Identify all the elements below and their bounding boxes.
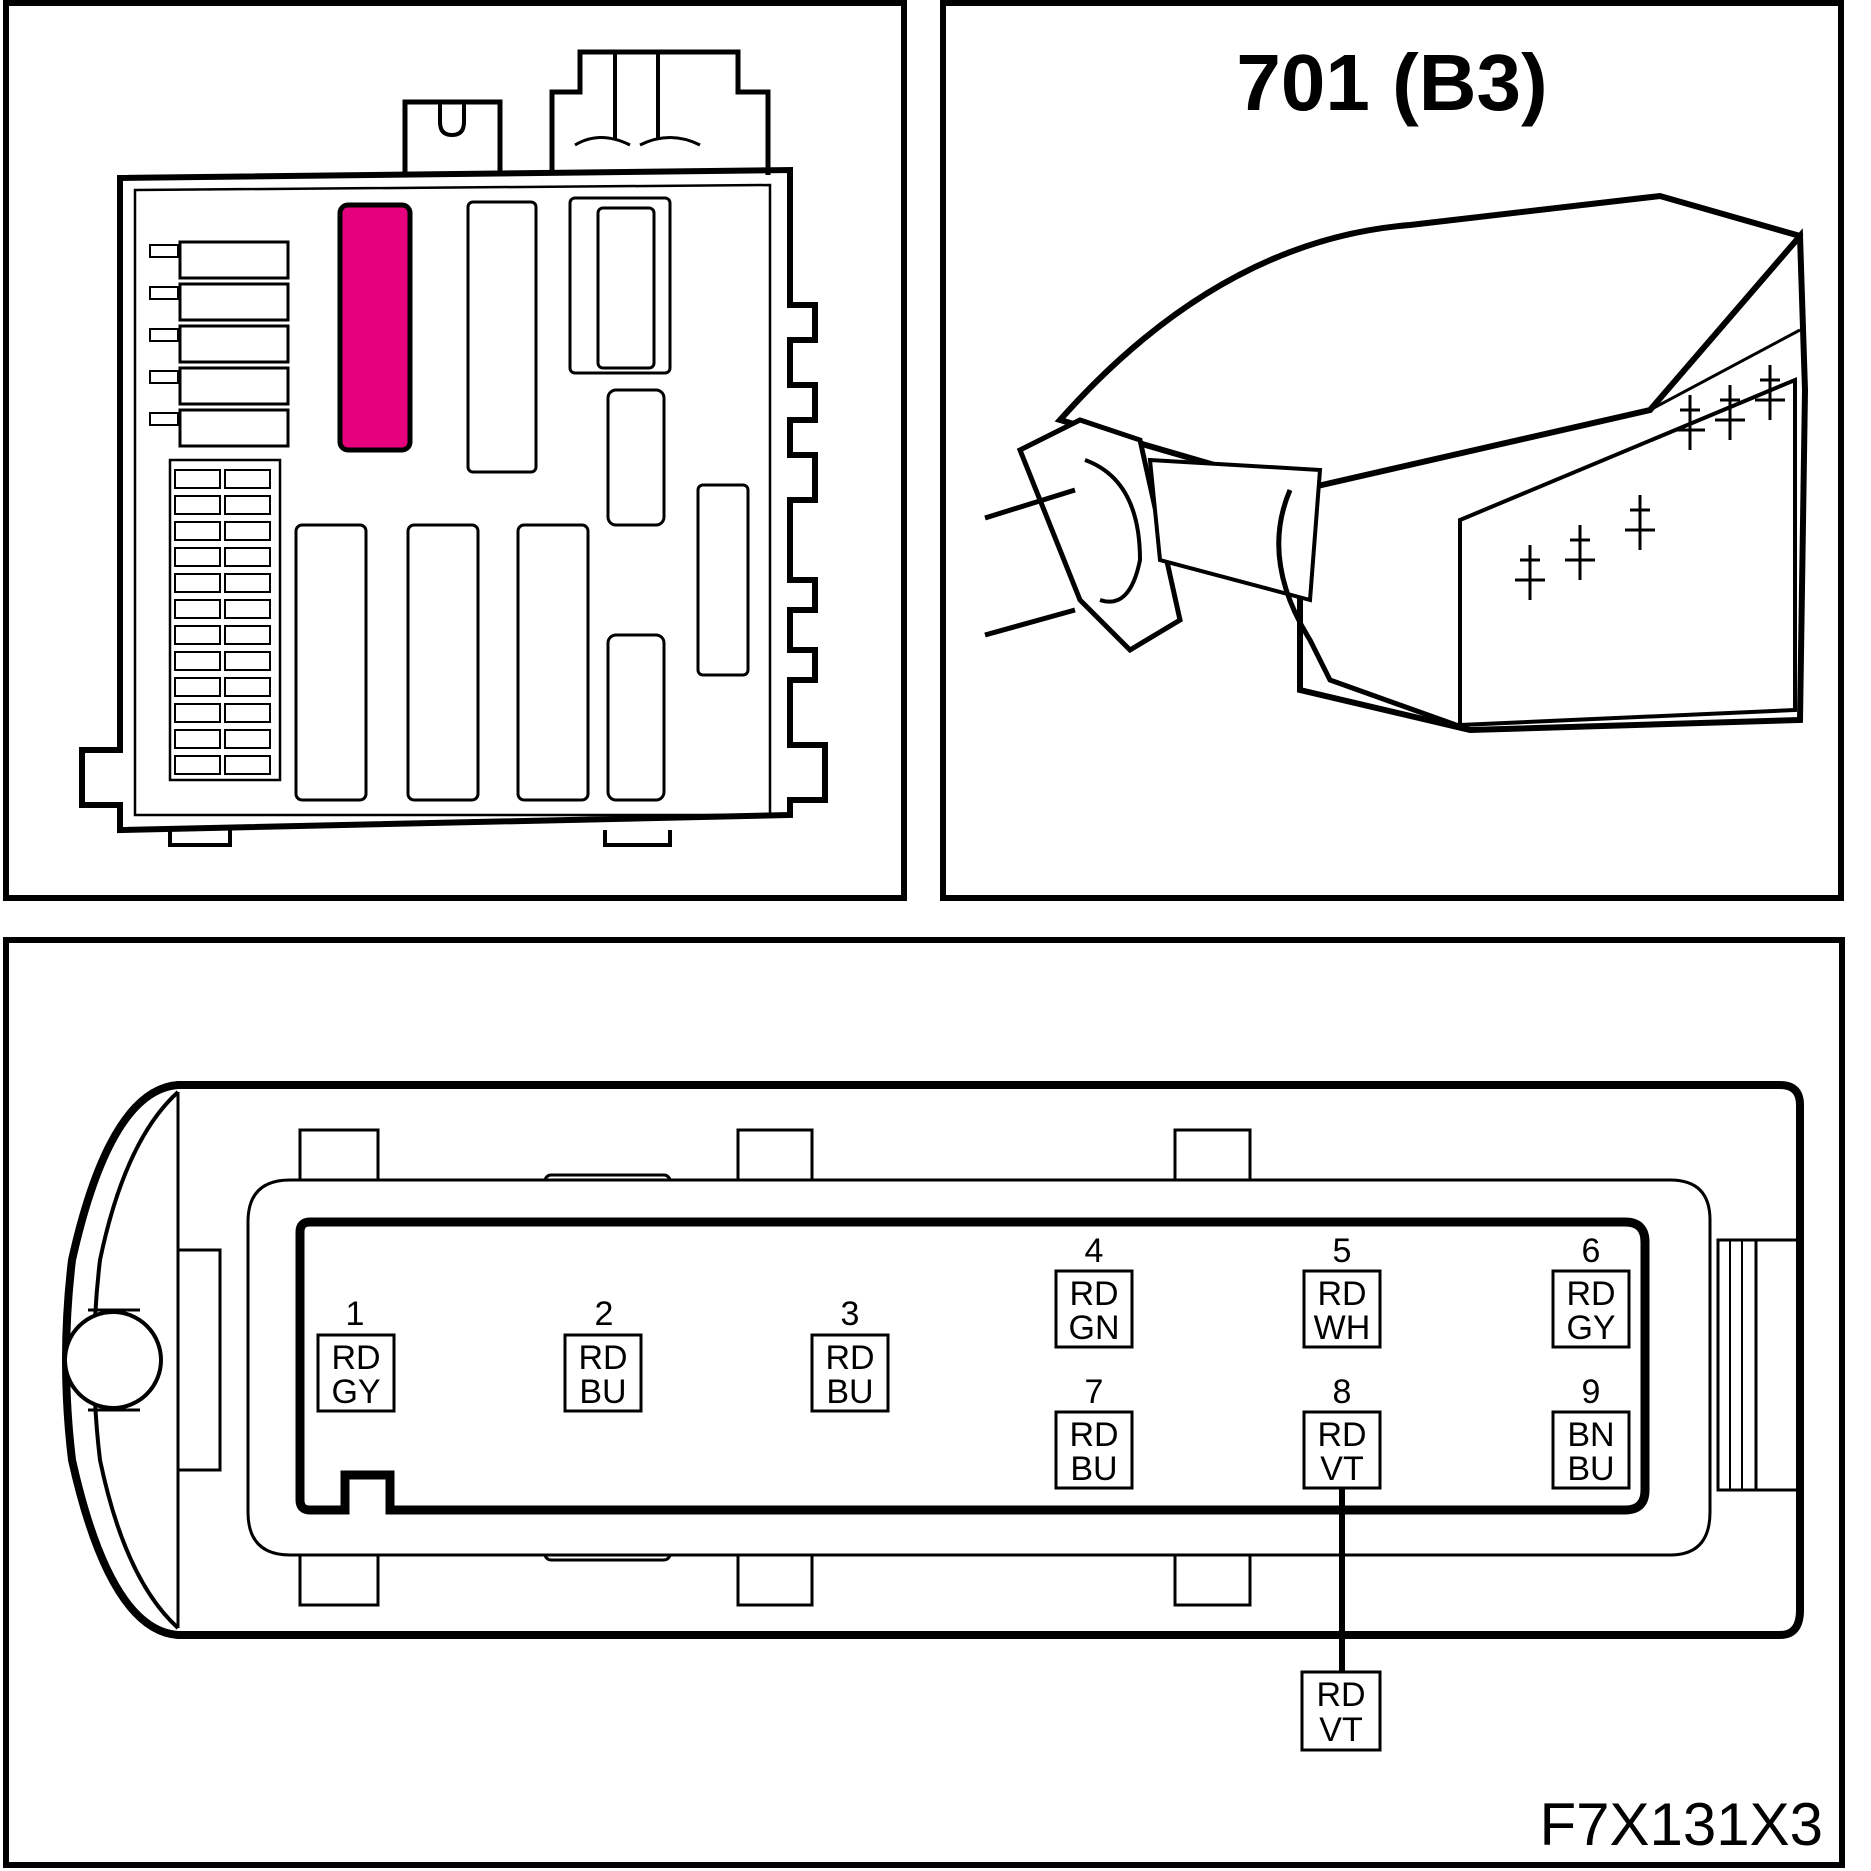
pinout-panel: 1 RD GY 2 RD BU 3 RD BU 4 RD GN 5 RD WH bbox=[3, 937, 1845, 1868]
pin-8: 8 RD VT bbox=[1302, 1373, 1382, 1490]
mini-fuse-column bbox=[149, 240, 290, 782]
pin-6-box bbox=[1551, 1269, 1631, 1349]
pin-9-color-1: BN bbox=[1567, 1416, 1614, 1454]
pin-9: 9 BN BU bbox=[1551, 1373, 1631, 1490]
pin-6-number: 6 bbox=[1582, 1232, 1601, 1270]
pin-4-number: 4 bbox=[1085, 1232, 1104, 1270]
pin-4-color-2: GN bbox=[1069, 1309, 1120, 1347]
connector-title: 701 (B3) bbox=[1236, 38, 1547, 127]
pin-8-box bbox=[1302, 1410, 1382, 1490]
pin-7: 7 RD BU bbox=[1054, 1373, 1134, 1490]
mating-face bbox=[295, 1217, 1650, 1515]
pin-6-color-1: RD bbox=[1566, 1275, 1615, 1313]
pin-6: 6 RD GY bbox=[1551, 1232, 1631, 1349]
pin-3-color-2: BU bbox=[826, 1373, 873, 1411]
pin-5-color-1: RD bbox=[1317, 1275, 1366, 1313]
connector-3d-panel: 701 (B3) bbox=[940, 0, 1844, 901]
pin-2-box bbox=[563, 1333, 643, 1413]
pin-9-color-2: BU bbox=[1567, 1450, 1614, 1488]
pin-7-color-2: BU bbox=[1070, 1450, 1117, 1488]
pin-7-box bbox=[1054, 1410, 1134, 1490]
diagram-code: F7X131X3 bbox=[1539, 1791, 1823, 1858]
pin-3: 3 RD BU bbox=[810, 1295, 890, 1413]
pin-7-color-1: RD bbox=[1069, 1416, 1118, 1454]
pin-8-color-1: RD bbox=[1317, 1416, 1366, 1454]
keying-post bbox=[63, 1310, 163, 1410]
pin-2-number: 2 bbox=[595, 1295, 614, 1333]
pin-1-color-2: GY bbox=[331, 1373, 380, 1411]
splice-color-2: VT bbox=[1319, 1711, 1362, 1749]
pin-2-color-2: BU bbox=[579, 1373, 626, 1411]
pin-5-number: 5 bbox=[1333, 1232, 1352, 1270]
pin-7-number: 7 bbox=[1085, 1373, 1104, 1411]
pin-4-box bbox=[1054, 1269, 1134, 1349]
pin-2-color-1: RD bbox=[578, 1339, 627, 1377]
pin-9-box bbox=[1551, 1410, 1631, 1490]
pin-5: 5 RD WH bbox=[1302, 1232, 1382, 1349]
fuse-box-panel bbox=[3, 0, 907, 901]
splice-label: RD VT bbox=[1300, 1670, 1382, 1752]
pin-3-box bbox=[810, 1333, 890, 1413]
pin-4-color-1: RD bbox=[1069, 1275, 1118, 1313]
highlighted-relay bbox=[337, 202, 413, 453]
pin-1-box bbox=[316, 1333, 396, 1413]
splice-box bbox=[1300, 1670, 1382, 1752]
pin-1-color-1: RD bbox=[331, 1339, 380, 1377]
pin-2: 2 RD BU bbox=[563, 1295, 643, 1413]
pin-1: 1 RD GY bbox=[316, 1295, 396, 1413]
pin-3-number: 3 bbox=[841, 1295, 860, 1333]
pin-8-color-2: VT bbox=[1320, 1450, 1363, 1488]
pin-8-number: 8 bbox=[1333, 1373, 1352, 1411]
splice-color-1: RD bbox=[1316, 1676, 1365, 1714]
pin-4: 4 RD GN bbox=[1054, 1232, 1134, 1349]
pin-9-number: 9 bbox=[1582, 1373, 1601, 1411]
pin-6-color-2: GY bbox=[1566, 1309, 1615, 1347]
pin-5-box bbox=[1302, 1269, 1382, 1349]
relay-blocks bbox=[294, 196, 750, 802]
pin-3-color-1: RD bbox=[825, 1339, 874, 1377]
pin-5-color-2: WH bbox=[1314, 1309, 1371, 1347]
pin-1-number: 1 bbox=[346, 1295, 365, 1333]
